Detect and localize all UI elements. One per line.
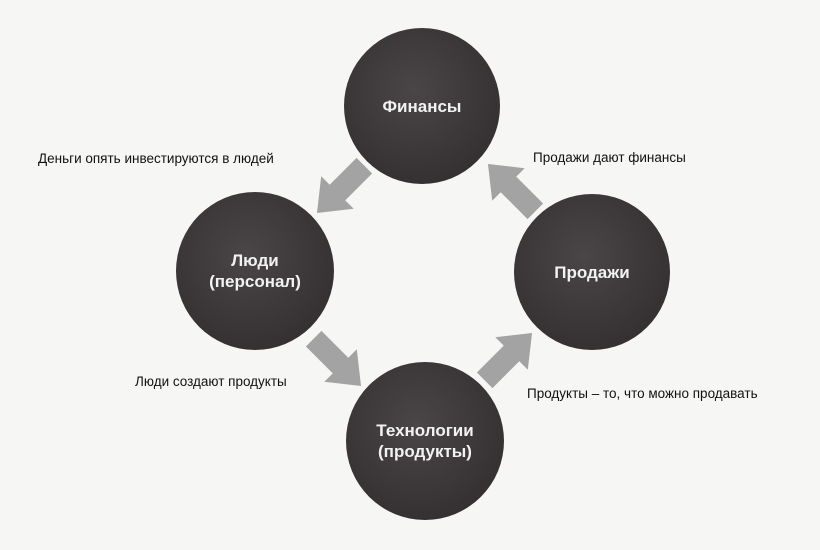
edge-label-people-to-tech: Люди создают продукты — [135, 374, 287, 389]
node-people: Люди (персонал) — [176, 192, 334, 350]
node-tech: Технологии (продукты) — [346, 362, 504, 520]
node-sales: Продажи — [514, 194, 670, 350]
node-finance: Финансы — [344, 28, 500, 184]
arrow-sales-to-finance — [487, 163, 544, 220]
arrow-tech-to-sales — [476, 332, 533, 389]
edge-label-sales-to-finance: Продажи дают финансы — [533, 150, 686, 165]
edge-label-tech-to-sales: Продукты – то, что можно продавать — [527, 386, 758, 401]
arrow-people-to-tech — [305, 330, 362, 387]
arrow-finance-to-people — [316, 157, 373, 214]
edge-label-finance-to-people: Деньги опять инвестируются в людей — [38, 151, 274, 166]
